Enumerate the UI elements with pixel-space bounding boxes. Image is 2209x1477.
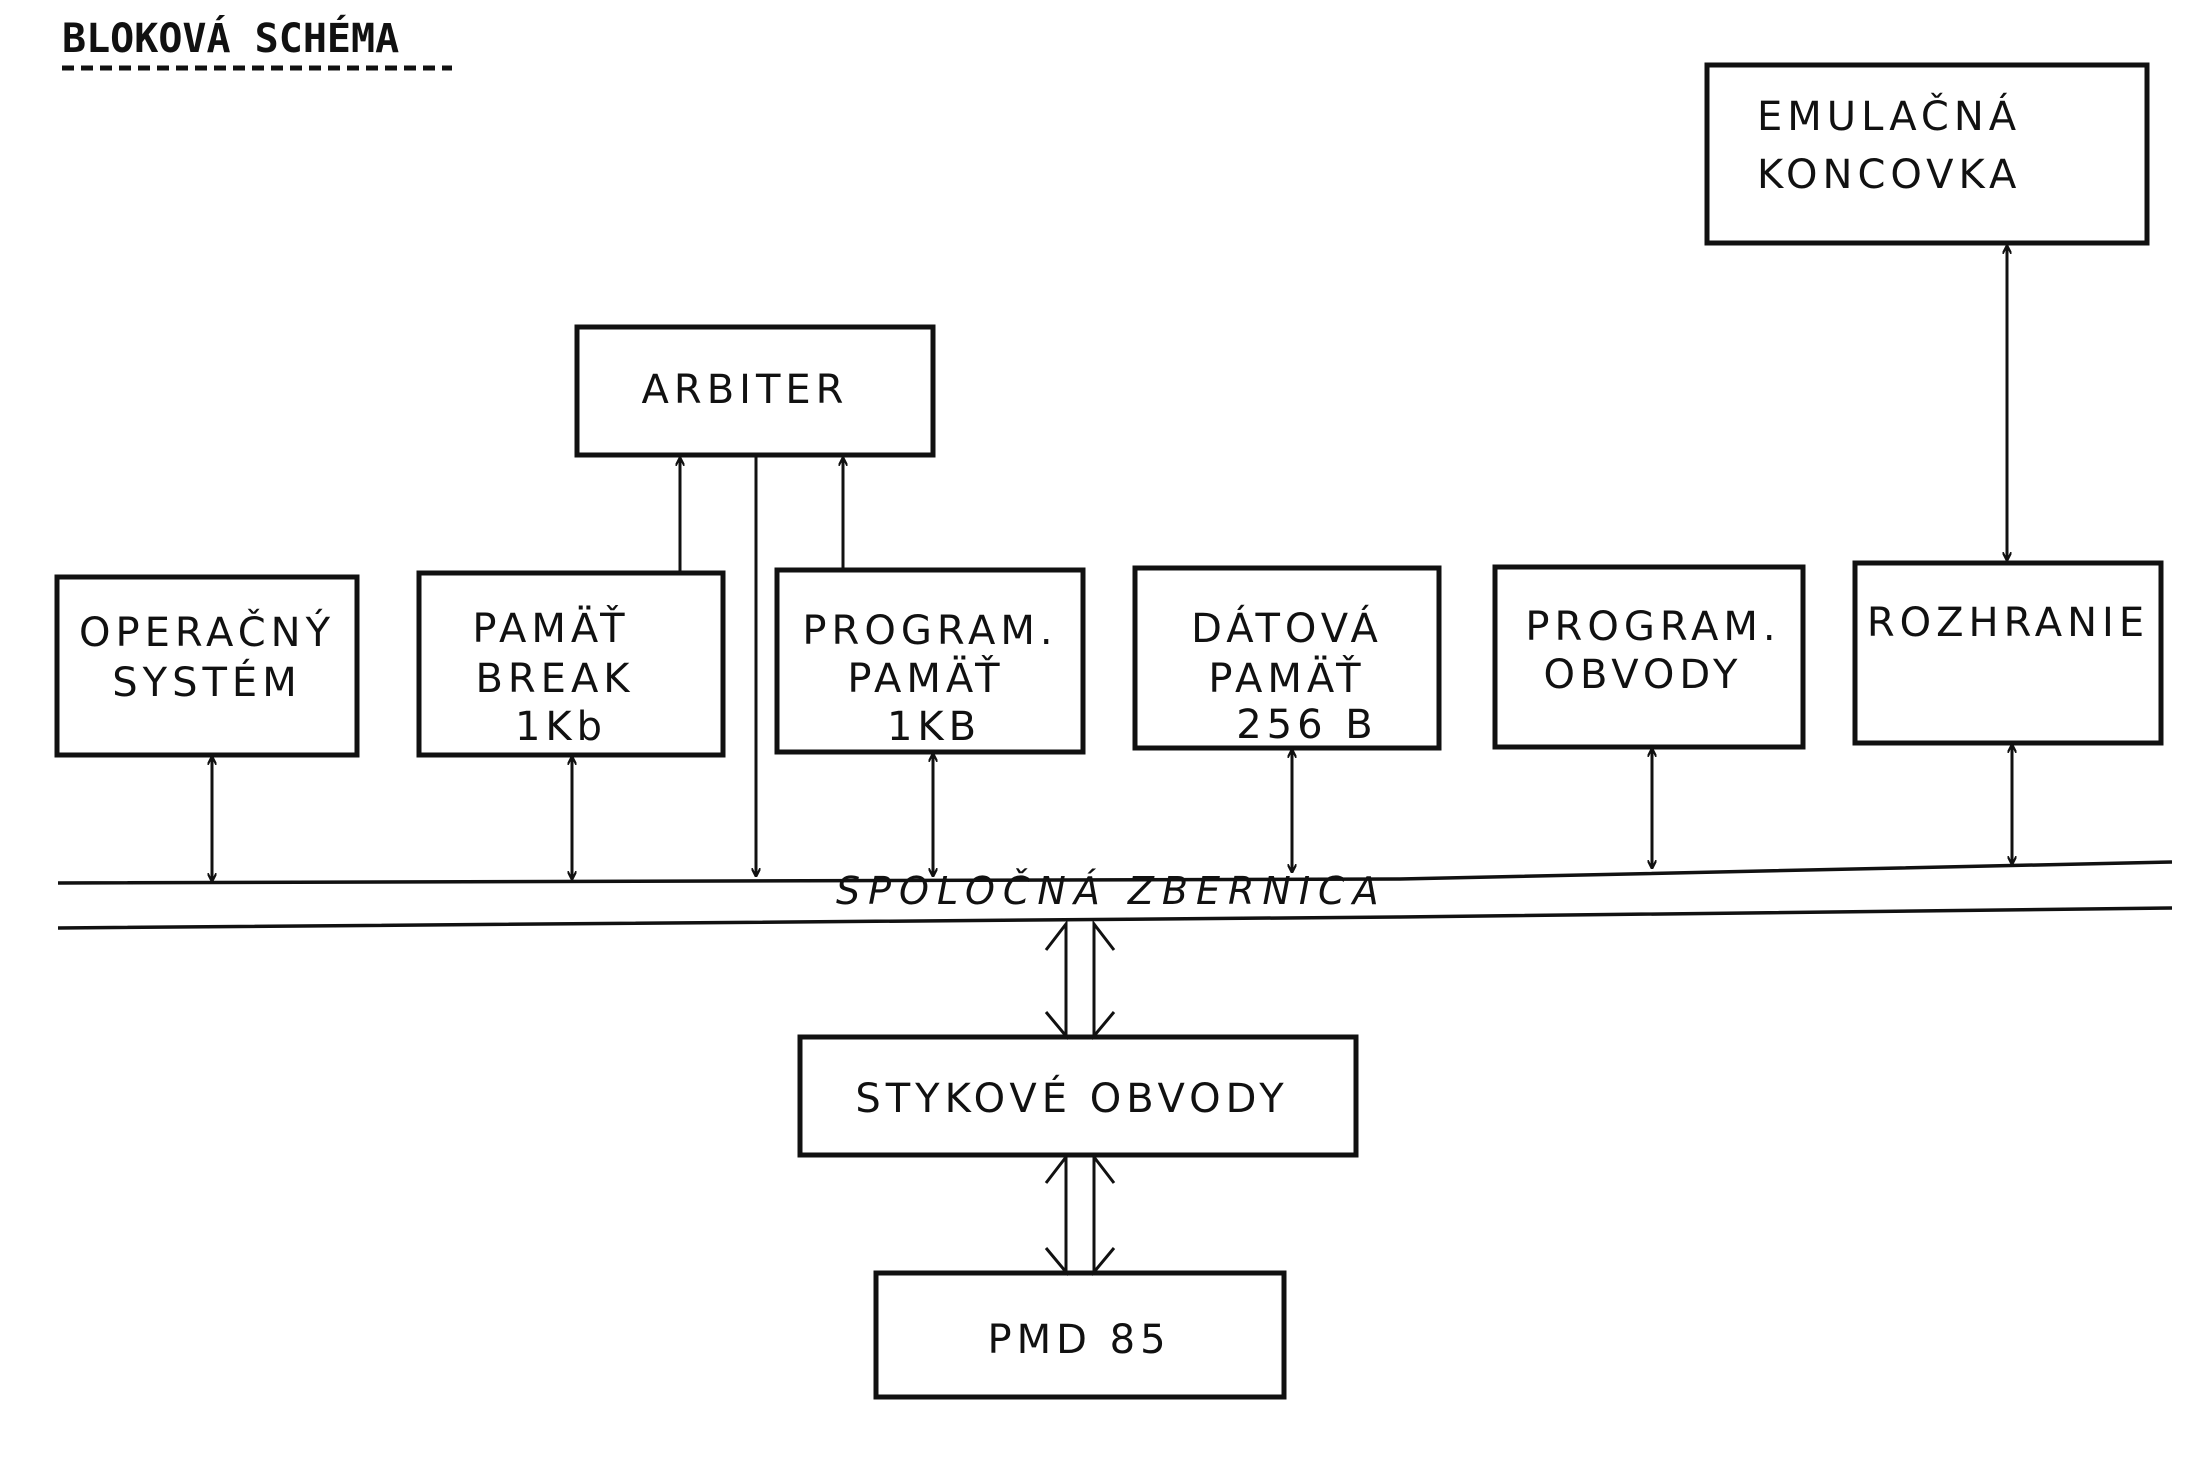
program-circuits-line-2: OBVODY — [1544, 652, 1743, 698]
block-operating-system: OPERAČNÝ SYSTÉM — [54, 574, 360, 758]
data-memory-line-2: PAMÄŤ — [1208, 654, 1365, 702]
interface-label: ROZHRANIE — [1867, 600, 2149, 646]
svg-text:OBVODY: OBVODY — [1544, 652, 1743, 698]
svg-text:BREAK: BREAK — [475, 656, 634, 702]
emulation-terminal-line-2: KONCOVKA — [1757, 152, 2021, 198]
block-break-memory: PAMÄŤ BREAK 1Kb — [416, 570, 726, 758]
diagram-title: BLOKOVÁ SCHÉMA — [62, 14, 399, 62]
operating-system-line-1: OPERAČNÝ — [79, 608, 335, 656]
program-memory-line-2: PAMÄŤ — [847, 654, 1004, 702]
coupling-circuits-label: STYKOVÉ OBVODY — [855, 1074, 1288, 1122]
block-program-memory: PROGRAM. PAMÄŤ 1KB — [774, 567, 1086, 755]
svg-text:EMULAČNÁ: EMULAČNÁ — [1757, 92, 2021, 140]
block-pmd85: PMD 85 — [873, 1270, 1287, 1400]
svg-text:SYSTÉM: SYSTÉM — [112, 658, 301, 706]
wide-link-coupling-pmd85 — [1044, 1152, 1116, 1277]
program-memory-line-3: 1KB — [887, 704, 981, 750]
svg-text:DÁTOVÁ: DÁTOVÁ — [1191, 604, 1383, 652]
block-data-memory: DÁTOVÁ PAMÄŤ 256 B — [1132, 565, 1442, 751]
wide-link-bus-coupling — [1044, 919, 1116, 1041]
svg-text:PMD 85: PMD 85 — [987, 1317, 1170, 1363]
program-circuits-line-1: PROGRAM. — [1525, 604, 1780, 650]
block-arbiter: ARBITER — [574, 324, 936, 458]
svg-text:ARBITER: ARBITER — [642, 367, 849, 413]
svg-text:256 B: 256 B — [1236, 702, 1378, 748]
svg-text:1KB: 1KB — [887, 704, 981, 750]
common-bus: SPOLOČNÁ ZBERNICA — [57, 860, 2173, 930]
data-memory-line-3: 256 B — [1236, 702, 1378, 748]
svg-text:PAMÄŤ: PAMÄŤ — [472, 604, 629, 652]
svg-text:PAMÄŤ: PAMÄŤ — [847, 654, 1004, 702]
program-memory-line-1: PROGRAM. — [802, 608, 1057, 654]
block-interface: ROZHRANIE — [1852, 560, 2164, 746]
data-memory-line-1: DÁTOVÁ — [1191, 604, 1383, 652]
block-coupling-circuits: STYKOVÉ OBVODY — [797, 1034, 1359, 1158]
pmd85-label: PMD 85 — [987, 1317, 1170, 1363]
emulation-terminal-line-1: EMULAČNÁ — [1757, 92, 2021, 140]
block-program-circuits: PROGRAM. OBVODY — [1492, 564, 1806, 750]
block-emulation-terminal: EMULAČNÁ KONCOVKA — [1704, 62, 2150, 246]
svg-text:PAMÄŤ: PAMÄŤ — [1208, 654, 1365, 702]
break-memory-line-2: BREAK — [475, 656, 634, 702]
operating-system-line-2: SYSTÉM — [112, 658, 301, 706]
svg-text:OPERAČNÝ: OPERAČNÝ — [79, 608, 335, 656]
svg-text:1Kb: 1Kb — [515, 704, 607, 750]
svg-text:PROGRAM.: PROGRAM. — [1525, 604, 1780, 650]
svg-text:KONCOVKA: KONCOVKA — [1757, 152, 2021, 198]
svg-text:STYKOVÉ OBVODY: STYKOVÉ OBVODY — [855, 1074, 1288, 1122]
arbiter-label: ARBITER — [642, 367, 849, 413]
svg-text:PROGRAM.: PROGRAM. — [802, 608, 1057, 654]
svg-text:ROZHRANIE: ROZHRANIE — [1867, 600, 2149, 646]
bus-label: SPOLOČNÁ ZBERNICA — [836, 869, 1387, 913]
break-memory-line-3: 1Kb — [515, 704, 607, 750]
bus-line-bottom — [57, 906, 2173, 930]
bus-line-top — [57, 860, 2173, 885]
break-memory-line-1: PAMÄŤ — [472, 604, 629, 652]
